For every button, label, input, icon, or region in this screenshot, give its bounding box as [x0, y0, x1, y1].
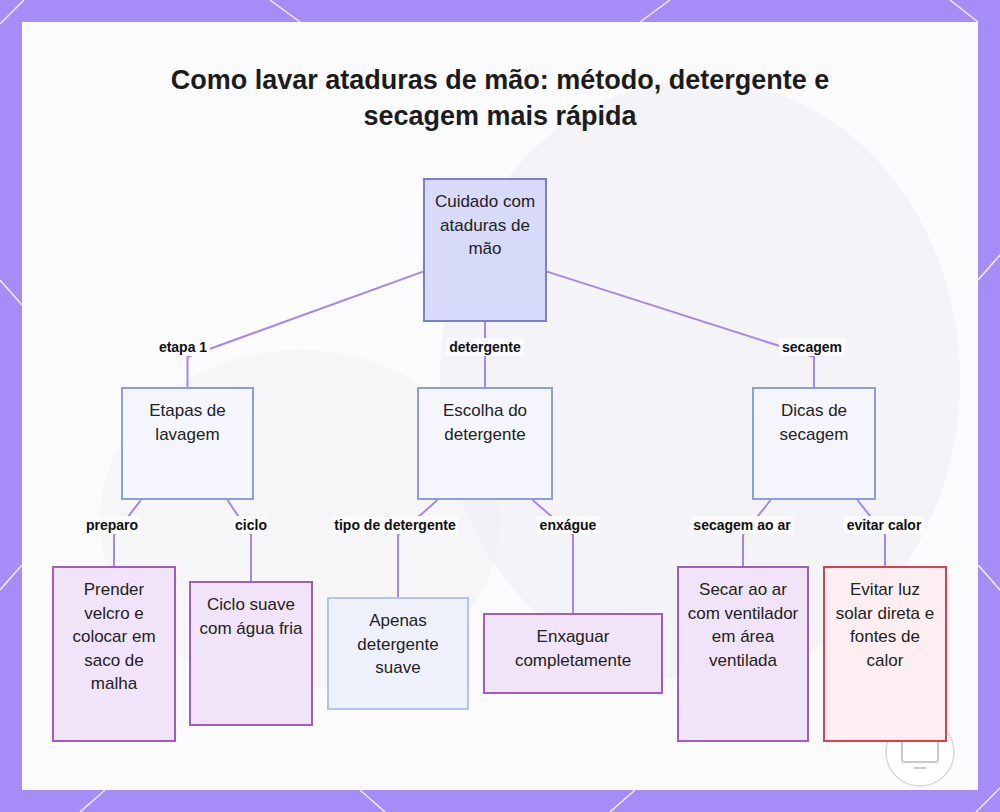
diagram-title: Como lavar ataduras de mão: método, dete…	[170, 62, 830, 134]
node-text: Cuidado com ataduras de mão	[433, 190, 537, 261]
node-text: Evitar luz solar direta e fontes de calo…	[833, 578, 937, 672]
node-text: Enxaguar completamente	[493, 625, 653, 672]
edge-label: secagem ao ar	[690, 516, 793, 534]
node-text: Escolha do detergente	[427, 399, 543, 446]
faded-photo	[440, 80, 960, 680]
tip-box: Prender velcro e colocar em saco de malh…	[52, 566, 176, 742]
category-box: Escolha do detergente	[417, 387, 553, 500]
edge-label: detergente	[446, 338, 524, 356]
node-text: Secar ao ar com ventilador em área venti…	[687, 578, 799, 672]
edge-label: evitar calor	[844, 516, 925, 534]
root-box: Cuidado com ataduras de mão	[423, 178, 547, 322]
node-text: Dicas de secagem	[762, 399, 866, 446]
connector	[227, 500, 251, 581]
tip-box: Secar ao ar com ventilador em área venti…	[677, 566, 809, 742]
tip-box: Enxaguar completamente	[483, 613, 663, 694]
tip-box: Apenas detergente suave	[327, 597, 469, 710]
panel	[22, 22, 978, 790]
node-text: Prender velcro e colocar em saco de malh…	[62, 578, 166, 696]
category-box: Dicas de secagem	[752, 387, 876, 500]
connector	[398, 500, 437, 597]
node-text: Ciclo suave com água fria	[199, 593, 303, 640]
node-text: Apenas detergente suave	[337, 609, 459, 680]
edge-label: enxágue	[537, 516, 600, 534]
category-box: Etapas de lavagem	[121, 387, 254, 500]
edge-label: secagem	[779, 338, 845, 356]
edge-label: tipo de detergente	[331, 516, 458, 534]
title-text: Como lavar ataduras de mão: método, dete…	[171, 65, 830, 131]
connector	[547, 272, 814, 387]
edge-label: etapa 1	[156, 338, 210, 356]
edge-label: ciclo	[232, 516, 270, 534]
connector	[188, 272, 424, 387]
warning-box: Evitar luz solar direta e fontes de calo…	[823, 566, 947, 742]
edge-label: preparo	[83, 516, 141, 534]
node-text: Etapas de lavagem	[131, 399, 244, 446]
tip-box: Ciclo suave com água fria	[189, 581, 313, 726]
